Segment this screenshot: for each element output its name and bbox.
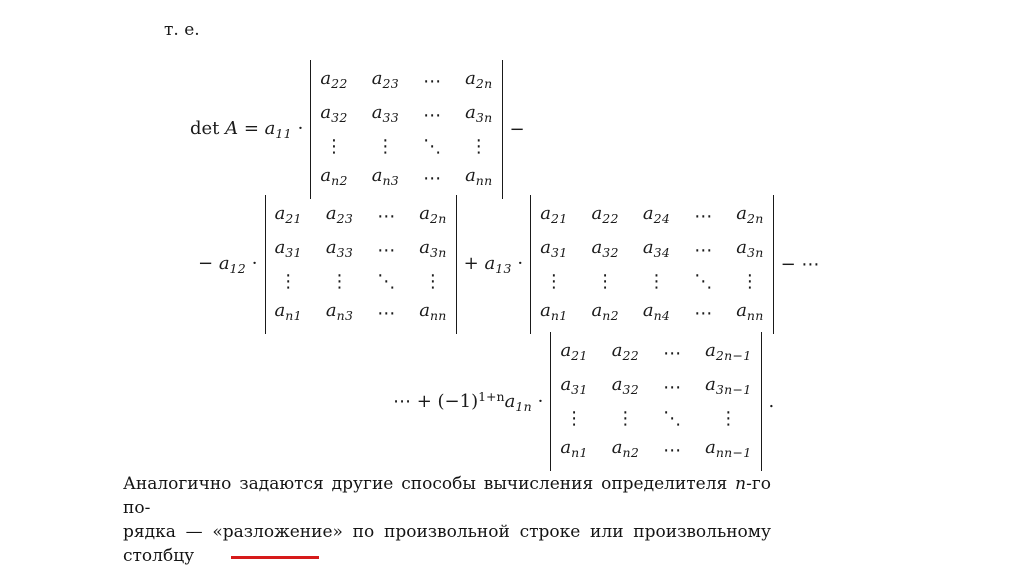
matrix-cell: a2n — [465, 68, 493, 91]
matrix-cell: a21 — [274, 203, 302, 226]
matrix-cell: ⋮ — [616, 408, 635, 429]
matrix-cell: ⋮ — [544, 271, 563, 292]
equation-line-3: ⋯ + (−1)1+na1n · a21 a22 ⋯ a2n−1 a31 a32 ⋯ a3n−… — [393, 332, 774, 471]
matrix-cell: ann — [465, 165, 493, 188]
matrix-cell: ⋮ — [647, 271, 666, 292]
paragraph-line: рядка — «разложение» по произвольной стр… — [123, 522, 771, 542]
matrix-cell: a21 — [560, 340, 588, 363]
matrix-cell: ⋮ — [279, 271, 298, 292]
matrix-cell: ⋮ — [469, 136, 488, 157]
matrix-cell: a33 — [325, 237, 354, 260]
matrix-cell: ⋱ — [694, 271, 713, 292]
matrix-cell: an4 — [642, 300, 671, 323]
paragraph-line: Аналогично задаются другие способы вычис… — [123, 474, 771, 518]
matrix-cell: a22 — [320, 68, 348, 91]
determinant-matrix-2: a21 a23 ⋯ a2n a31 a33 ⋯ a3n ⋮ ⋮ ⋱ ⋮ an1 an3 ⋯ ann — [264, 195, 457, 334]
matrix-cell: ⋯ — [694, 239, 713, 261]
matrix-cell: a3n — [465, 102, 493, 125]
matrix-cell: ⋱ — [377, 271, 396, 292]
matrix-cell: ⋮ — [325, 136, 344, 157]
matrix-cell: ⋯ — [377, 205, 396, 227]
matrix-cell: ⋯ — [377, 302, 396, 324]
equation-term-a1n: ⋯ + (−1)1+na1n · — [393, 389, 544, 414]
matrix-cell: an3 — [325, 300, 354, 323]
determinant-matrix-1: a22 a23 ⋯ a2n a32 a33 ⋯ a3n ⋮ ⋮ ⋱ ⋮ an2 an3 ⋯ ann — [310, 60, 503, 199]
matrix-cell: ⋯ — [694, 205, 713, 227]
matrix-cell: a33 — [371, 102, 400, 125]
matrix-cell: a22 — [591, 203, 619, 226]
matrix-cell: a2n — [419, 203, 447, 226]
matrix-cell: ⋯ — [663, 342, 682, 364]
intro-text: т. е. — [164, 20, 200, 40]
matrix-cell: a31 — [560, 374, 588, 397]
matrix-cell: an1 — [540, 300, 568, 323]
determinant-matrix-3: a21 a22 a24 ⋯ a2n a31 a32 a34 ⋯ a3n ⋮ ⋮ ⋮ ⋱ ⋮ an1 an2 an4… — [530, 195, 774, 334]
matrix-cell: an2 — [591, 300, 619, 323]
matrix-cell: a23 — [371, 68, 400, 91]
matrix-cell: a22 — [611, 340, 640, 363]
matrix-cell: an2 — [320, 165, 348, 188]
matrix-cell: ann−1 — [705, 437, 752, 460]
matrix-cell: a32 — [611, 374, 640, 397]
matrix-cell: a2n−1 — [705, 340, 752, 363]
equation-line-1: det A = a11 · a22 a23 ⋯ a2n a32 a33 ⋯ a3n ⋮ ⋮ ⋱ ⋮ an… — [190, 60, 525, 199]
matrix-cell: a24 — [642, 203, 671, 226]
matrix-cell: ⋮ — [330, 271, 349, 292]
matrix-cell: ⋯ — [663, 376, 682, 398]
matrix-cell: a32 — [591, 237, 619, 260]
matrix-cell: ⋯ — [377, 239, 396, 261]
matrix-cell: ⋮ — [596, 271, 615, 292]
minus-ellipsis-operator: − ⋯ — [780, 254, 820, 275]
matrix-cell: ⋯ — [423, 70, 442, 92]
paragraph-line: столбцу — [123, 546, 195, 566]
matrix-cell: a2n — [736, 203, 764, 226]
matrix-cell: a23 — [325, 203, 354, 226]
matrix-cell: ann — [736, 300, 764, 323]
equation-term-a12: − a12 · — [198, 253, 258, 276]
matrix-cell: ⋮ — [565, 408, 584, 429]
matrix-cell: a3n−1 — [705, 374, 752, 397]
matrix-cell: a21 — [540, 203, 568, 226]
matrix-cell: an2 — [611, 437, 640, 460]
matrix-cell: a34 — [642, 237, 671, 260]
matrix-cell: ann — [419, 300, 447, 323]
matrix-cell: a3n — [736, 237, 764, 260]
body-paragraph: Аналогично задаются другие способы вычис… — [123, 472, 771, 568]
red-underline-mark — [231, 556, 319, 559]
matrix-cell: ⋯ — [423, 104, 442, 126]
equation-term-a13: + a13 · — [463, 253, 524, 276]
matrix-cell: a32 — [320, 102, 348, 125]
matrix-cell: ⋮ — [740, 271, 759, 292]
matrix-cell: ⋯ — [663, 439, 682, 461]
period-mark: . — [768, 391, 775, 412]
matrix-cell: an1 — [274, 300, 302, 323]
matrix-cell: ⋯ — [694, 302, 713, 324]
matrix-cell: ⋱ — [423, 136, 442, 157]
matrix-cell: ⋯ — [423, 167, 442, 189]
matrix-cell: an1 — [560, 437, 588, 460]
matrix-cell: ⋮ — [719, 408, 738, 429]
minus-operator: − — [509, 119, 525, 140]
matrix-cell: a31 — [274, 237, 302, 260]
matrix-cell: an3 — [371, 165, 400, 188]
matrix-cell: a3n — [419, 237, 447, 260]
matrix-cell: ⋱ — [663, 408, 682, 429]
determinant-matrix-4: a21 a22 ⋯ a2n−1 a31 a32 ⋯ a3n−1 ⋮ ⋮ ⋱ ⋮ an1 an2 ⋯ ann−1 — [550, 332, 762, 471]
matrix-cell: ⋮ — [376, 136, 395, 157]
equation-term-a11: det A = a11 · — [190, 118, 304, 141]
matrix-cell: ⋮ — [423, 271, 442, 292]
matrix-cell: a31 — [540, 237, 568, 260]
